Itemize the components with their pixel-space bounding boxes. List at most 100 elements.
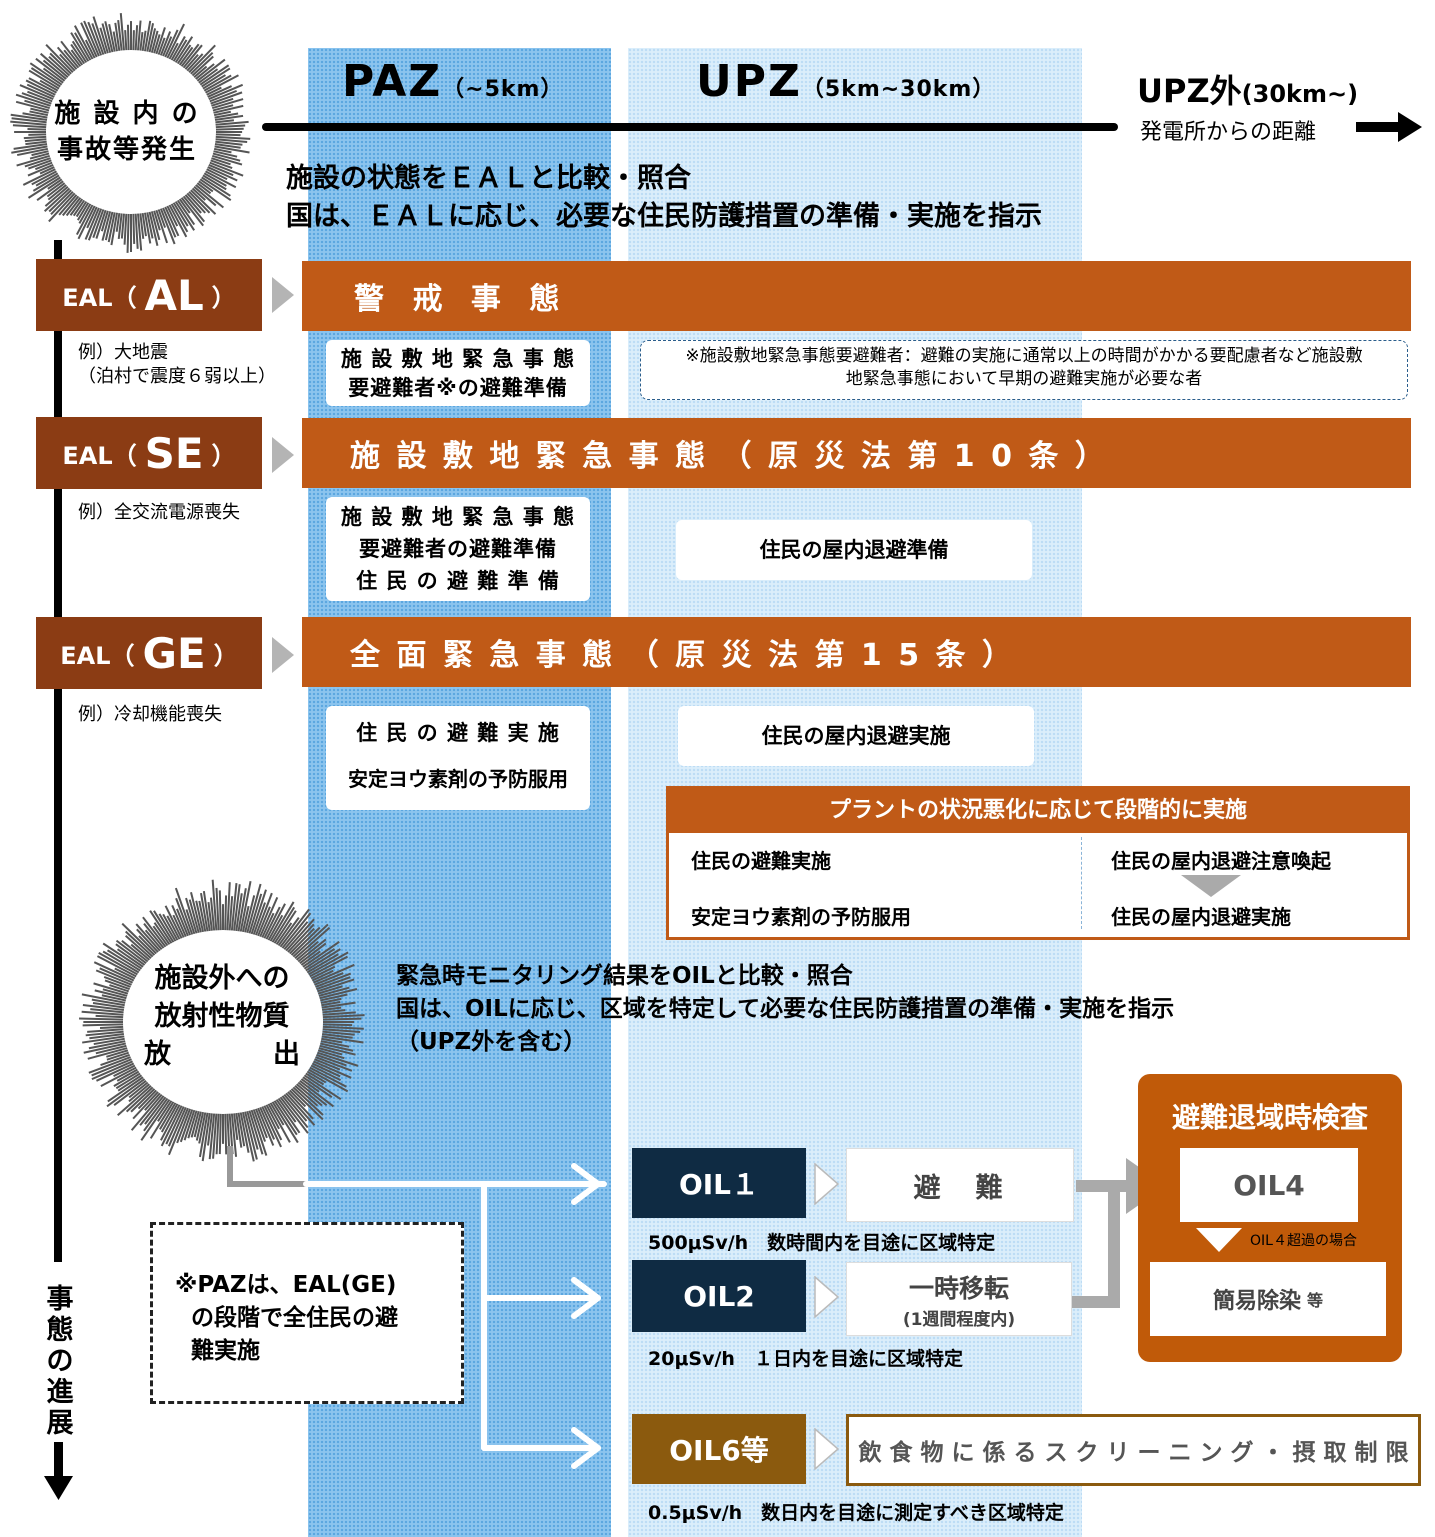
eal-al-prefix: EAL（	[62, 283, 137, 312]
staged-divider	[1081, 837, 1082, 929]
oil6-box: OIL6等	[632, 1414, 806, 1484]
oil-text-line1: 緊急時モニタリング結果をOILと比較・照合	[396, 963, 853, 989]
paz-sub: （~5km）	[442, 77, 564, 102]
se-upz-box: 住民の屋内退避準備	[676, 520, 1032, 580]
oil2-action-main: 一時移転	[908, 1273, 1009, 1303]
eal-se-example: 例）全交流電源喪失	[78, 502, 240, 523]
outside-upz-label: UPZ外(30km~)	[1137, 66, 1358, 112]
decon-box: 簡易除染等	[1150, 1262, 1386, 1336]
staged-down-arrow-icon	[1181, 875, 1241, 897]
paz-main: PAZ	[342, 56, 443, 107]
eal-al-box: EAL（AL）	[36, 259, 262, 331]
oil2-box: OIL2	[632, 1260, 806, 1332]
oil2-action-sub: (1週間程度内)	[902, 1309, 1016, 1330]
note-line2: 地緊急事態において早期の避難実施が必要な者	[845, 369, 1203, 389]
paz-note-line3: 難実施	[191, 1338, 260, 1364]
header-line1: 施設の状態をＥＡＬと比較・照合	[286, 163, 691, 194]
release-line3-b: 出	[273, 1039, 300, 1070]
progress-label: 事態の進展	[42, 1284, 78, 1439]
band-ge: 全 面 緊 急 事 態 （ 原 災 法 第 1 5 条 ）	[302, 617, 1411, 687]
eal-se-key: SE	[144, 428, 204, 478]
eal-ge-suffix: ）	[213, 641, 238, 670]
oil6-arrow-icon	[814, 1428, 840, 1470]
ge-upz-box: 住民の屋内退避実施	[678, 706, 1034, 766]
eal-ge-example: 例）冷却機能喪失	[78, 704, 222, 725]
oil6-action: 飲 食 物 に 係 る ス ク リ ー ニ ン グ ・ 摂 取 制 限	[846, 1414, 1421, 1486]
oil1-arrow-icon	[814, 1163, 840, 1205]
distance-axis-line	[262, 123, 1118, 131]
eal-al-example: 例）大地震 （泊村で震度６弱以上）	[78, 341, 276, 389]
paz-note-line1: ※PAZは、EAL(GE)	[175, 1272, 397, 1298]
band-se: 施 設 敷 地 緊 急 事 態 （ 原 災 法 第 1 0 条 ）	[302, 418, 1411, 488]
al-paz-line2: 要避難者※の避難準備	[348, 376, 568, 400]
oil-text-line3: （UPZ外を含む）	[396, 1029, 587, 1055]
burst-event-icon	[10, 13, 251, 253]
oil2-criteria: 20μSv/h １日内を目途に区域特定	[648, 1348, 963, 1370]
progress-text: 事態の進展	[46, 1284, 74, 1439]
burst-event-text: 施 設 内 の 事故等発生	[42, 96, 212, 168]
upz-label: UPZ（5km~30km）	[696, 56, 995, 107]
outside-sub: (30km~)	[1241, 80, 1359, 108]
se-paz-box: 施 設 敷 地 緊 急 事 態 要避難者の避難準備 住 民 の 避 難 準 備	[326, 497, 590, 601]
eal-se-box: EAL（SE）	[36, 417, 262, 489]
oil1-box: OIL１	[632, 1148, 806, 1218]
ge-paz-line1: 住 民 の 避 難 実 施	[356, 721, 560, 745]
progress-timeline-line	[54, 240, 62, 1262]
se-paz-line3: 住 民 の 避 難 準 備	[356, 569, 560, 593]
oil4-exceed-label: OIL４超過の場合	[1250, 1233, 1357, 1249]
ge-paz-line2: 安定ヨウ素剤の予防服用	[348, 767, 568, 791]
eal-ge-arrow-icon	[272, 637, 294, 673]
eal-al-example-1: 例）大地震	[78, 342, 168, 363]
staged-left-2: 安定ヨウ素剤の予防服用	[691, 905, 911, 929]
inspection-title: 避難退域時検査	[1171, 1101, 1368, 1134]
eal-se-suffix: ）	[211, 441, 236, 470]
eal-al-example-2: （泊村で震度６弱以上）	[78, 366, 276, 387]
eal-al-arrow-icon	[272, 277, 294, 313]
band-al: 警 戒 事 態	[302, 261, 1411, 331]
eal-se-prefix: EAL（	[62, 441, 137, 470]
eal-ge-box: EAL（GE）	[36, 617, 262, 689]
oil2-action: 一時移転 (1週間程度内)	[846, 1262, 1072, 1336]
ge-paz-box: 住 民 の 避 難 実 施 安定ヨウ素剤の予防服用	[326, 706, 590, 810]
staged-right-2: 住民の屋内退避実施	[1111, 905, 1291, 929]
oil1-criteria: 500μSv/h 数時間内を目途に区域特定	[648, 1232, 996, 1254]
release-line3: 放出	[132, 1036, 312, 1074]
oil-text-line2: 国は、OILに応じ、区域を特定して必要な住民防護措置の準備・実施を指示	[396, 996, 1175, 1022]
burst-event-line1: 施 設 内 の	[54, 99, 200, 129]
outside-main: UPZ外	[1137, 72, 1242, 110]
release-line1: 施設外への	[154, 963, 290, 994]
oil2-arrow-icon	[814, 1276, 840, 1318]
oil4-box: OIL4	[1180, 1148, 1358, 1222]
se-paz-line2: 要避難者の避難準備	[359, 537, 557, 561]
al-paz-line1: 施 設 敷 地 緊 急 事 態	[340, 347, 576, 371]
distance-label: 発電所からの距離	[1140, 120, 1317, 145]
paz-note-line2: の段階で全住民の避	[191, 1305, 398, 1331]
note-line1: ※施設敷地緊急事態要避難者：避難の実施に通常以上の時間がかかる要配慮者など施設敷	[685, 346, 1363, 366]
oil1-action: 避 難	[846, 1148, 1074, 1222]
oil4-down-arrow-icon	[1196, 1228, 1242, 1252]
staged-title: プラントの状況悪化に応じて段階的に実施	[669, 789, 1407, 833]
upz-sub: （5km~30km）	[801, 77, 996, 102]
eal-ge-prefix: EAL（	[60, 641, 135, 670]
header-line2: 国は、ＥＡＬに応じ、必要な住民防護措置の準備・実施を指示	[286, 201, 1042, 232]
al-paz-box: 施 設 敷 地 緊 急 事 態 要避難者※の避難準備	[326, 340, 590, 406]
paz-label: PAZ（~5km）	[342, 56, 563, 107]
header-text: 施設の状態をＥＡＬと比較・照合 国は、ＥＡＬに応じ、必要な住民防護措置の準備・実…	[286, 160, 1042, 236]
se-paz-line1: 施 設 敷 地 緊 急 事 態	[340, 505, 576, 529]
down-arrow-icon	[44, 1442, 73, 1500]
staged-right-1: 住民の屋内退避注意喚起	[1111, 849, 1331, 873]
right-arrow-icon	[1356, 112, 1422, 142]
release-line2: 放射性物質	[154, 1001, 290, 1032]
eal-al-key: AL	[144, 270, 204, 320]
eal-al-suffix: ）	[211, 283, 236, 312]
oil-text: 緊急時モニタリング結果をOILと比較・照合 国は、OILに応じ、区域を特定して必…	[396, 960, 1174, 1059]
burst-release-text: 施設外への 放射性物質 放出	[132, 960, 312, 1074]
eal-se-arrow-icon	[272, 437, 294, 473]
oil6-criteria: 0.5μSv/h 数日内を目途に測定すべき区域特定	[648, 1502, 1064, 1524]
burst-event-line2: 事故等発生	[56, 135, 197, 165]
decon-label: 簡易除染	[1212, 1289, 1301, 1314]
burst-release-icon	[79, 879, 365, 1162]
staged-box: プラントの状況悪化に応じて段階的に実施 住民の避難実施 安定ヨウ素剤の予防服用 …	[666, 786, 1410, 940]
decon-suffix: 等	[1307, 1291, 1324, 1310]
